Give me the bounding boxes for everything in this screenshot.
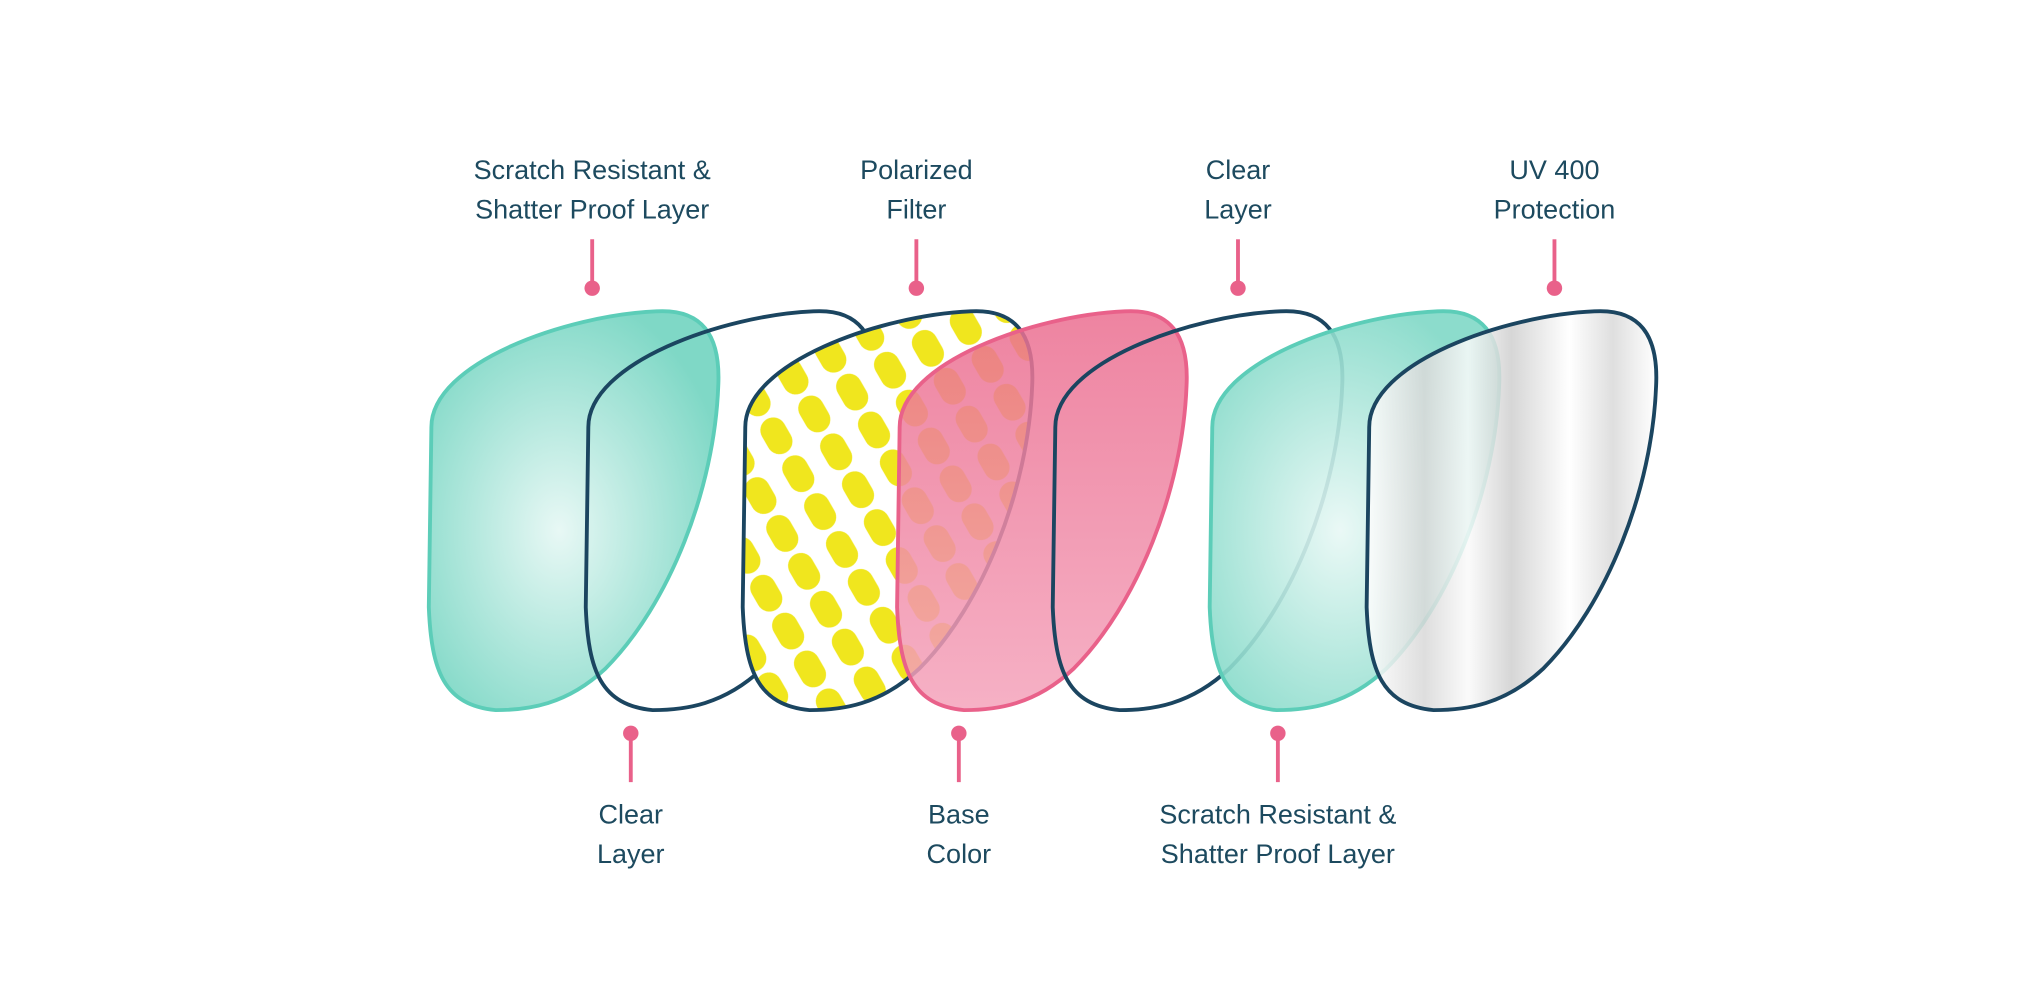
callout-uv-400: UV 400 Protection	[1494, 155, 1616, 296]
label-line1: UV 400	[1509, 155, 1599, 185]
label-line1: Base	[928, 799, 990, 829]
lens-base-color	[895, 309, 1189, 713]
callout-scratch-resistant-bottom: Scratch Resistant & Shatter Proof Layer	[1159, 725, 1396, 869]
label-line1: Polarized	[860, 155, 973, 185]
callout-polarized-filter: Polarized Filter	[860, 155, 973, 296]
label-line2: Layer	[597, 839, 665, 869]
label-line1: Clear	[599, 799, 664, 829]
label-line2: Filter	[886, 195, 946, 225]
callout-clear-layer-bottom: Clear Layer	[597, 725, 665, 869]
label-line2: Shatter Proof Layer	[1161, 839, 1395, 869]
callout-scratch-resistant-top: Scratch Resistant & Shatter Proof Layer	[474, 155, 711, 296]
label-line2: Shatter Proof Layer	[475, 195, 709, 225]
label-line2: Protection	[1494, 195, 1616, 225]
label-line2: Color	[927, 839, 992, 869]
label-line1: Scratch Resistant &	[474, 155, 711, 185]
callout-base-color: Base Color	[927, 725, 992, 869]
callout-clear-layer-top: Clear Layer	[1204, 155, 1272, 296]
label-line1: Clear	[1206, 155, 1271, 185]
lens-uv-protection	[1364, 309, 1659, 713]
label-line1: Scratch Resistant &	[1159, 799, 1396, 829]
lens-scratch-resistant-1	[426, 309, 721, 713]
label-line2: Layer	[1204, 195, 1272, 225]
